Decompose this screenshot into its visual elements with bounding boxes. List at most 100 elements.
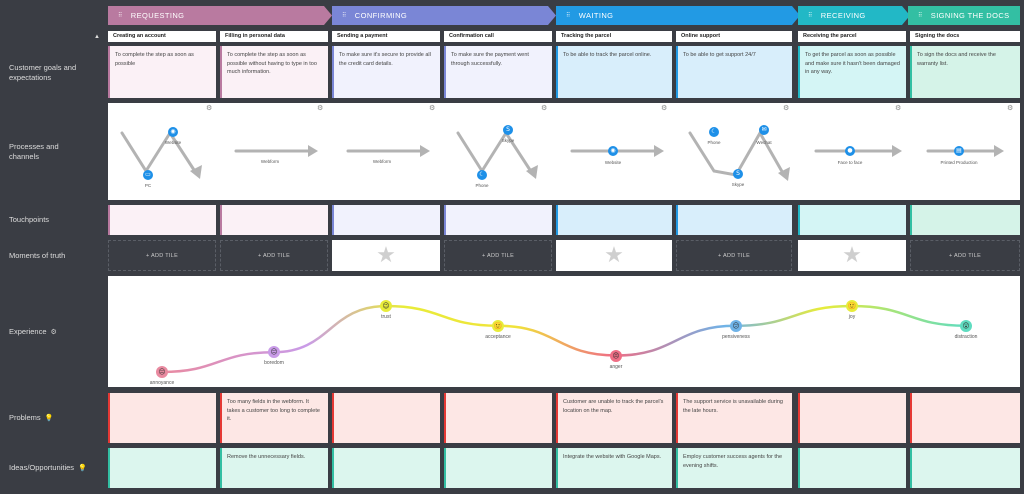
goal-card[interactable]: To make sure it's secure to provide all … bbox=[332, 46, 440, 98]
stage-label: CONFIRMING bbox=[354, 11, 408, 20]
experience-label: Experience bbox=[9, 327, 47, 336]
idea-card[interactable] bbox=[108, 448, 216, 488]
stage-label: SIGNING THE DOCS bbox=[930, 11, 1010, 20]
channel-label: Webform bbox=[372, 159, 392, 164]
drag-handle-icon[interactable]: ⠿ bbox=[118, 13, 123, 19]
document-icon: ▤ bbox=[954, 146, 964, 156]
add-tile-button[interactable]: + ADD TILE bbox=[108, 240, 216, 271]
gear-icon[interactable]: ⚙ bbox=[661, 105, 668, 112]
channel-label: Printed Production bbox=[940, 160, 978, 165]
touchpoint-card[interactable] bbox=[332, 205, 440, 235]
gear-icon[interactable]: ⚙ bbox=[429, 105, 436, 112]
idea-card[interactable] bbox=[444, 448, 552, 488]
channel-label: Website bbox=[604, 160, 622, 165]
lightbulb-icon[interactable]: 💡 bbox=[44, 415, 54, 422]
emotion-acceptance-icon[interactable]: 🙂 bbox=[492, 319, 504, 332]
stage-confirming[interactable]: ⠿ CONFIRMING bbox=[332, 6, 556, 25]
goal-card[interactable]: To sign the docs and receive the warrant… bbox=[910, 46, 1020, 98]
problem-card[interactable] bbox=[108, 393, 216, 443]
touchpoint-card[interactable] bbox=[220, 205, 328, 235]
idea-card[interactable]: Employ customer success agents for the e… bbox=[676, 448, 792, 488]
problem-card[interactable]: The support service is unavailable durin… bbox=[676, 393, 792, 443]
gear-icon[interactable]: ⚙ bbox=[206, 105, 213, 112]
moment-star-tile[interactable]: ★ bbox=[556, 240, 672, 271]
touchpoint-card[interactable] bbox=[556, 205, 672, 235]
lightbulb-icon[interactable]: 💡 bbox=[78, 465, 87, 472]
step-header[interactable]: Online support bbox=[676, 31, 792, 42]
channel-label: Skype bbox=[501, 138, 515, 143]
goal-card[interactable]: To complete the step as soon as possible bbox=[108, 46, 216, 98]
emotion-boredom-icon[interactable]: 😐 bbox=[268, 346, 280, 359]
touchpoint-card[interactable] bbox=[108, 205, 216, 235]
problem-card[interactable] bbox=[798, 393, 906, 443]
moment-star-tile[interactable]: ★ bbox=[798, 240, 906, 271]
idea-card[interactable]: Integrate the website with Google Maps. bbox=[556, 448, 672, 488]
step-header[interactable]: Tracking the parcel bbox=[556, 31, 672, 42]
drag-handle-icon[interactable]: ⠿ bbox=[808, 13, 813, 19]
step-header[interactable]: Receiving the parcel bbox=[798, 31, 906, 42]
stage-signing[interactable]: ⠿ SIGNING THE DOCS bbox=[908, 6, 1020, 25]
emotion-trust-icon[interactable]: 😉 bbox=[380, 300, 392, 312]
touchpoint-card[interactable] bbox=[910, 205, 1020, 235]
goal-card[interactable]: To be able to track the parcel online. bbox=[556, 46, 672, 98]
drag-handle-icon[interactable]: ⠿ bbox=[566, 13, 571, 19]
idea-card[interactable] bbox=[910, 448, 1020, 488]
gear-icon[interactable]: ⚙ bbox=[317, 105, 324, 112]
step-headers: Creating an account Filling in personal … bbox=[108, 31, 1020, 42]
add-tile-button[interactable]: + ADD TILE bbox=[676, 240, 792, 271]
collapse-caret-icon[interactable]: ▲ bbox=[94, 34, 100, 40]
step-header[interactable]: Signing the docs bbox=[910, 31, 1020, 42]
touchpoint-card[interactable] bbox=[798, 205, 906, 235]
emotion-pensiveness-icon[interactable]: 😕 bbox=[730, 319, 742, 332]
emotion-joy-icon[interactable]: 🙂 bbox=[846, 300, 858, 312]
emotion-label: joy bbox=[848, 314, 856, 320]
goal-card[interactable]: To complete the step as soon as possible… bbox=[220, 46, 328, 98]
stage-receiving[interactable]: ⠿ RECEIVING bbox=[798, 6, 910, 25]
settings-icon[interactable]: ⚙ bbox=[50, 329, 57, 336]
step-header[interactable]: Filling in personal data bbox=[220, 31, 328, 42]
star-icon: ★ bbox=[604, 243, 624, 268]
problem-card[interactable] bbox=[910, 393, 1020, 443]
stage-label: RECEIVING bbox=[820, 11, 866, 20]
gear-icon[interactable]: ⚙ bbox=[1007, 105, 1014, 112]
problem-card[interactable] bbox=[444, 393, 552, 443]
add-tile-button[interactable]: + ADD TILE bbox=[220, 240, 328, 271]
row-label-problems: Problems💡 bbox=[9, 413, 53, 424]
website-icon: ◉ bbox=[168, 127, 178, 137]
add-tile-button[interactable]: + ADD TILE bbox=[910, 240, 1020, 271]
moment-star-tile[interactable]: ★ bbox=[332, 240, 440, 271]
row-label-ideas: Ideas/Opportunities💡 bbox=[9, 463, 87, 474]
touchpoint-card[interactable] bbox=[676, 205, 792, 235]
goal-card[interactable]: To make sure the payment went through su… bbox=[444, 46, 552, 98]
add-tile-button[interactable]: + ADD TILE bbox=[444, 240, 552, 271]
stage-label: REQUESTING bbox=[130, 11, 185, 20]
experience-panel: ☹annoyance😐boredom😉trust🙂acceptance😠ange… bbox=[108, 276, 1020, 387]
ideas-label: Ideas/Opportunities bbox=[9, 463, 75, 472]
step-header[interactable]: Creating an account bbox=[108, 31, 216, 42]
problem-card[interactable]: Too many fields in the webform. It takes… bbox=[220, 393, 328, 443]
goal-card[interactable]: To be able to get support 24/7 bbox=[676, 46, 792, 98]
emotion-annoyance-icon[interactable]: ☹ bbox=[156, 366, 168, 378]
channel-label: Face to face bbox=[837, 160, 863, 165]
step-header[interactable]: Sending a payment bbox=[332, 31, 440, 42]
problem-card[interactable] bbox=[332, 393, 440, 443]
drag-handle-icon[interactable]: ⠿ bbox=[918, 13, 923, 19]
row-label-moments: Moments of truth bbox=[9, 251, 66, 260]
drag-handle-icon[interactable]: ⠿ bbox=[342, 13, 347, 19]
stage-requesting[interactable]: ⠿ REQUESTING bbox=[108, 6, 332, 25]
goal-card[interactable]: To get the parcel as soon as possible an… bbox=[798, 46, 906, 98]
idea-card[interactable] bbox=[798, 448, 906, 488]
stage-waiting[interactable]: ⠿WAITING bbox=[556, 6, 800, 25]
gear-icon[interactable]: ⚙ bbox=[783, 105, 790, 112]
problem-card[interactable]: Customer are unable to track the parcel'… bbox=[556, 393, 672, 443]
gear-icon[interactable]: ⚙ bbox=[541, 105, 548, 112]
idea-card[interactable]: Remove the unnecessary fields. bbox=[220, 448, 328, 488]
emotion-distraction-icon[interactable]: 😲 bbox=[960, 319, 972, 332]
touchpoint-card[interactable] bbox=[444, 205, 552, 235]
step-header[interactable]: Confirmation call bbox=[444, 31, 552, 42]
stage-header: ⠿ REQUESTING ⠿ CONFIRMING ⠿WAITING ⠿ RECEIV… bbox=[108, 6, 1020, 25]
idea-card[interactable] bbox=[332, 448, 440, 488]
emotion-anger-icon[interactable]: 😠 bbox=[610, 349, 622, 362]
gear-icon[interactable]: ⚙ bbox=[895, 105, 902, 112]
problems-label: Problems bbox=[9, 413, 41, 422]
